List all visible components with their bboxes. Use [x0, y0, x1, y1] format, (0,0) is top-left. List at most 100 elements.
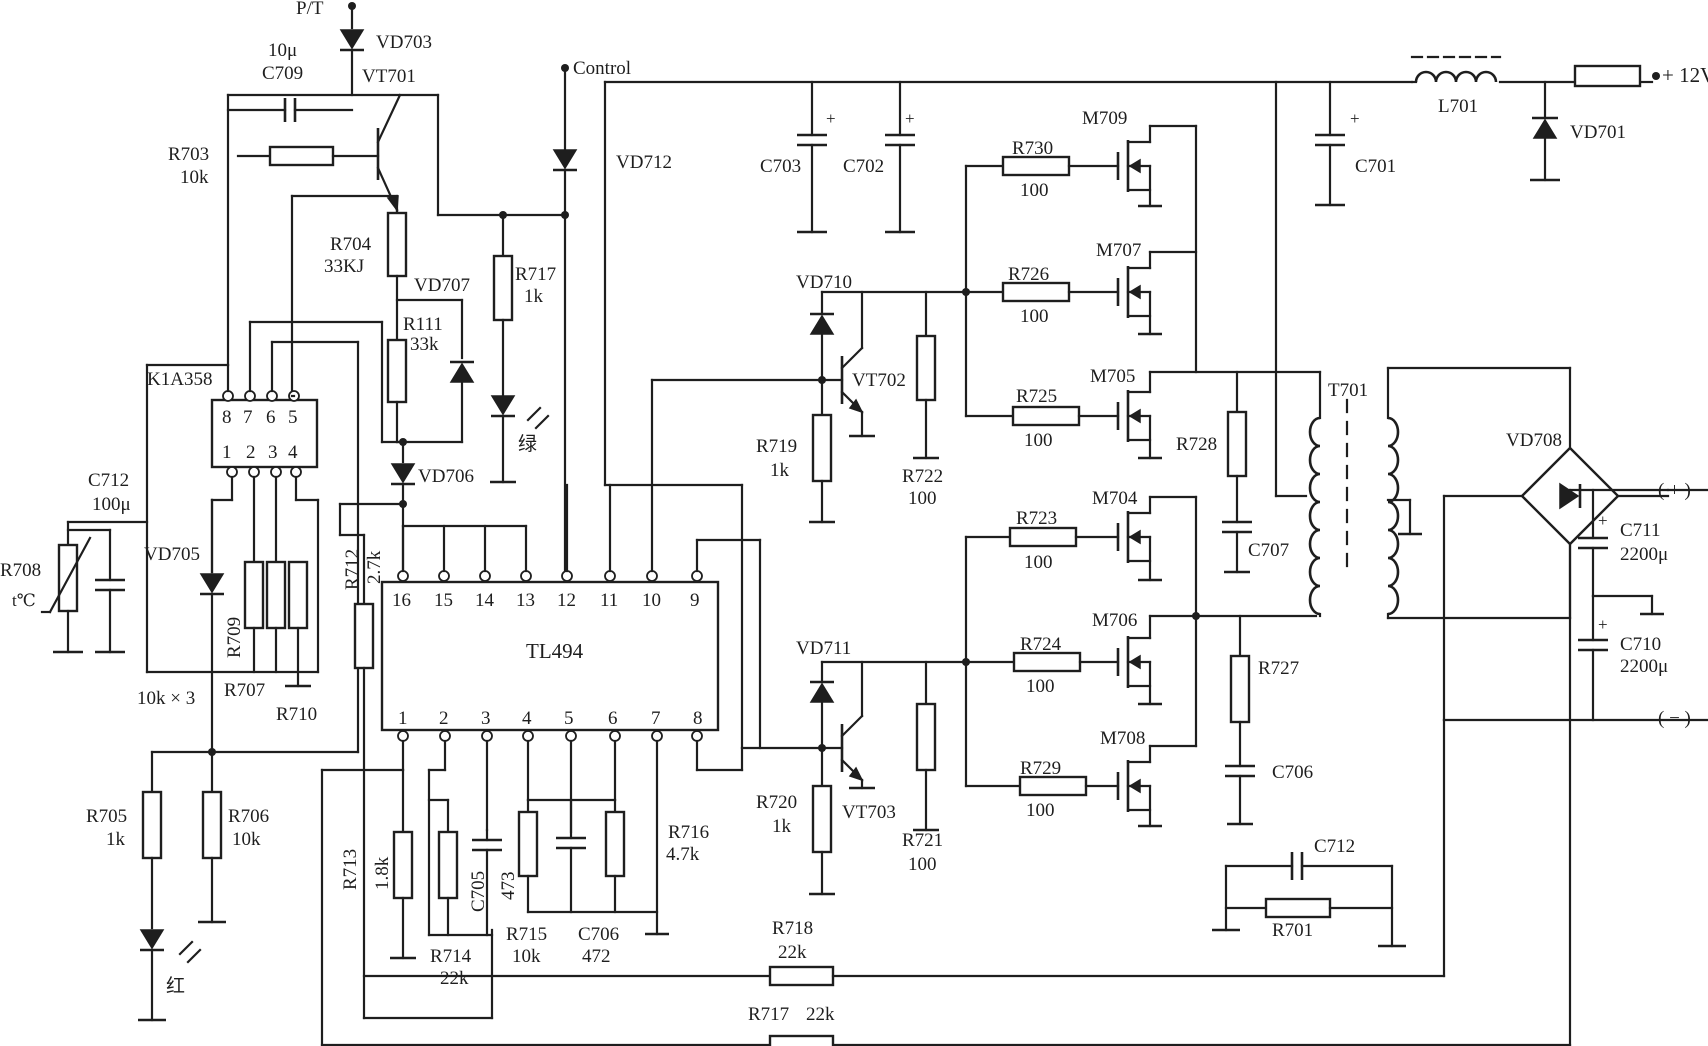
c707-label: C707 — [1248, 540, 1289, 561]
r723-value: 100 — [1024, 552, 1053, 573]
r705-value: 1k — [106, 829, 126, 850]
c702-label: C702 — [843, 156, 884, 177]
r717a-label: R717 — [515, 264, 556, 285]
ic-tl494: TL494 16 15 14 13 12 11 10 9 1 2 3 4 5 6… — [380, 570, 720, 742]
r704-value: 33KJ — [324, 256, 364, 277]
r111-vd707-network: VD707 R111 33k — [386, 275, 475, 446]
tl494-label: TL494 — [526, 639, 584, 663]
r718-label: R718 — [772, 918, 813, 939]
c710-plus: + — [1598, 615, 1608, 634]
c705-value: 473 — [498, 872, 519, 901]
c711-label: C711 — [1620, 520, 1660, 541]
c701-label: C701 — [1355, 156, 1396, 177]
r707-label: R707 — [224, 680, 265, 701]
tl494-pin4: 4 — [522, 708, 532, 729]
tl494-pin1: 1 — [398, 708, 408, 729]
r724-label: R724 — [1020, 634, 1062, 655]
mosfet-m707: M707 — [1096, 240, 1198, 336]
vd703-label: VD703 — [376, 32, 432, 53]
out-neg-label: ( − ) — [1658, 708, 1691, 729]
capacitor-c709: 10μ C709 — [226, 40, 440, 367]
capacitor-c703: + C703 — [760, 80, 836, 234]
tl494-pin13: 13 — [516, 590, 535, 611]
c706b-label: C706 — [1272, 762, 1313, 783]
resistor-r724: R724 100 — [964, 634, 1120, 697]
k1a358-pin6: 6 — [266, 407, 276, 428]
r724-value: 100 — [1026, 676, 1055, 697]
tl494-pin15: 15 — [434, 590, 453, 611]
mosfet-m708: M708 — [1100, 614, 1198, 828]
input-fuse: + 12V — [1573, 63, 1708, 88]
t701-label: T701 — [1328, 380, 1368, 401]
c712a-value: 100μ — [92, 494, 131, 515]
resistor-r722: R722 100 — [902, 290, 943, 509]
c709-label: C709 — [262, 63, 303, 84]
resistor-r730: R730 100 — [964, 138, 1120, 201]
resistor-r717-feedback: R717 22k — [748, 491, 1572, 1046]
r718-value: 22k — [778, 942, 807, 963]
r721-value: 100 — [908, 854, 937, 875]
tl494-pin10: 10 — [642, 590, 661, 611]
r729-value: 100 — [1026, 800, 1055, 821]
vd705-label: VD705 — [144, 544, 200, 565]
r712-label: R712 — [342, 549, 363, 590]
resistor-r715: R715 10k — [506, 798, 547, 967]
r715-label: R715 — [506, 924, 547, 945]
r704-label: R704 — [330, 234, 372, 255]
c703-label: C703 — [760, 156, 801, 177]
r723-label: R723 — [1016, 508, 1057, 529]
r70x-value: 10k × 3 — [137, 688, 195, 709]
r726-value: 100 — [1020, 306, 1049, 327]
c712a-label: C712 — [88, 470, 129, 491]
vd710-label: VD710 — [796, 272, 852, 293]
r720-label: R720 — [756, 792, 797, 813]
capacitor-c702: + C702 — [843, 80, 915, 234]
r717b-value: 22k — [806, 1004, 835, 1025]
r719-value: 1k — [770, 460, 790, 481]
pt-input: P/T VD703 — [296, 0, 432, 97]
vt701-label: VT701 — [362, 66, 416, 87]
vt703-label: VT703 — [842, 802, 896, 823]
m708-label: M708 — [1100, 728, 1145, 749]
k1a358-pin3: 3 — [268, 442, 278, 463]
k1a358-label: K1A358 — [147, 369, 212, 390]
r730-label: R730 — [1012, 138, 1053, 159]
out-pos-label: ( + ) — [1658, 480, 1691, 501]
r703-label: R703 — [168, 144, 209, 165]
r714-value: 22k — [440, 968, 469, 989]
transformer-t701: T701 — [1274, 80, 1572, 620]
r710-label: R710 — [276, 704, 317, 725]
resistor-bank-r709-r707-r710: R709 R707 R710 10k × 3 — [137, 560, 320, 725]
r703-value: 10k — [180, 167, 209, 188]
transistor-vt702: VT702 — [820, 290, 906, 438]
led-red-label: 红 — [166, 975, 185, 997]
tl494-bottom-wiring — [320, 739, 1572, 1046]
tl494-pin3: 3 — [481, 708, 491, 729]
r730-value: 100 — [1020, 180, 1049, 201]
r721-label: R721 — [902, 830, 943, 851]
c706a-value: 472 — [582, 946, 611, 967]
top-supply-rail — [603, 80, 1654, 750]
resistor-r726: R726 100 — [964, 264, 1120, 327]
k1a358-pin2: 2 — [246, 442, 256, 463]
l701-label: L701 — [1438, 96, 1478, 117]
r715-value: 10k — [512, 946, 541, 967]
r720-value: 1k — [772, 816, 792, 837]
r716-label: R716 — [668, 822, 709, 843]
resistor-r725: R725 100 — [964, 386, 1120, 451]
resistor-r718: R718 22k — [362, 718, 1446, 987]
c711-plus: + — [1598, 511, 1608, 530]
c706a-label: C706 — [578, 924, 619, 945]
diode-vd711: VD711 — [796, 638, 968, 752]
sense-c712-r701: C712 R701 — [1212, 836, 1406, 948]
diode-vd705: VD705 — [144, 498, 225, 754]
c705-label: C705 — [468, 871, 489, 912]
transistor-vt701: VT701 — [362, 66, 416, 213]
r713-label: R713 — [340, 849, 361, 890]
capacitor-c710: + C710 2200μ — [1578, 594, 1668, 722]
capacitor-c706-timing: C706 472 — [526, 798, 619, 967]
output-rail: ( + ) ( − ) — [1442, 480, 1708, 729]
pt-label: P/T — [296, 0, 324, 19]
snubber-r728-c707: R728 C707 — [1176, 370, 1289, 574]
